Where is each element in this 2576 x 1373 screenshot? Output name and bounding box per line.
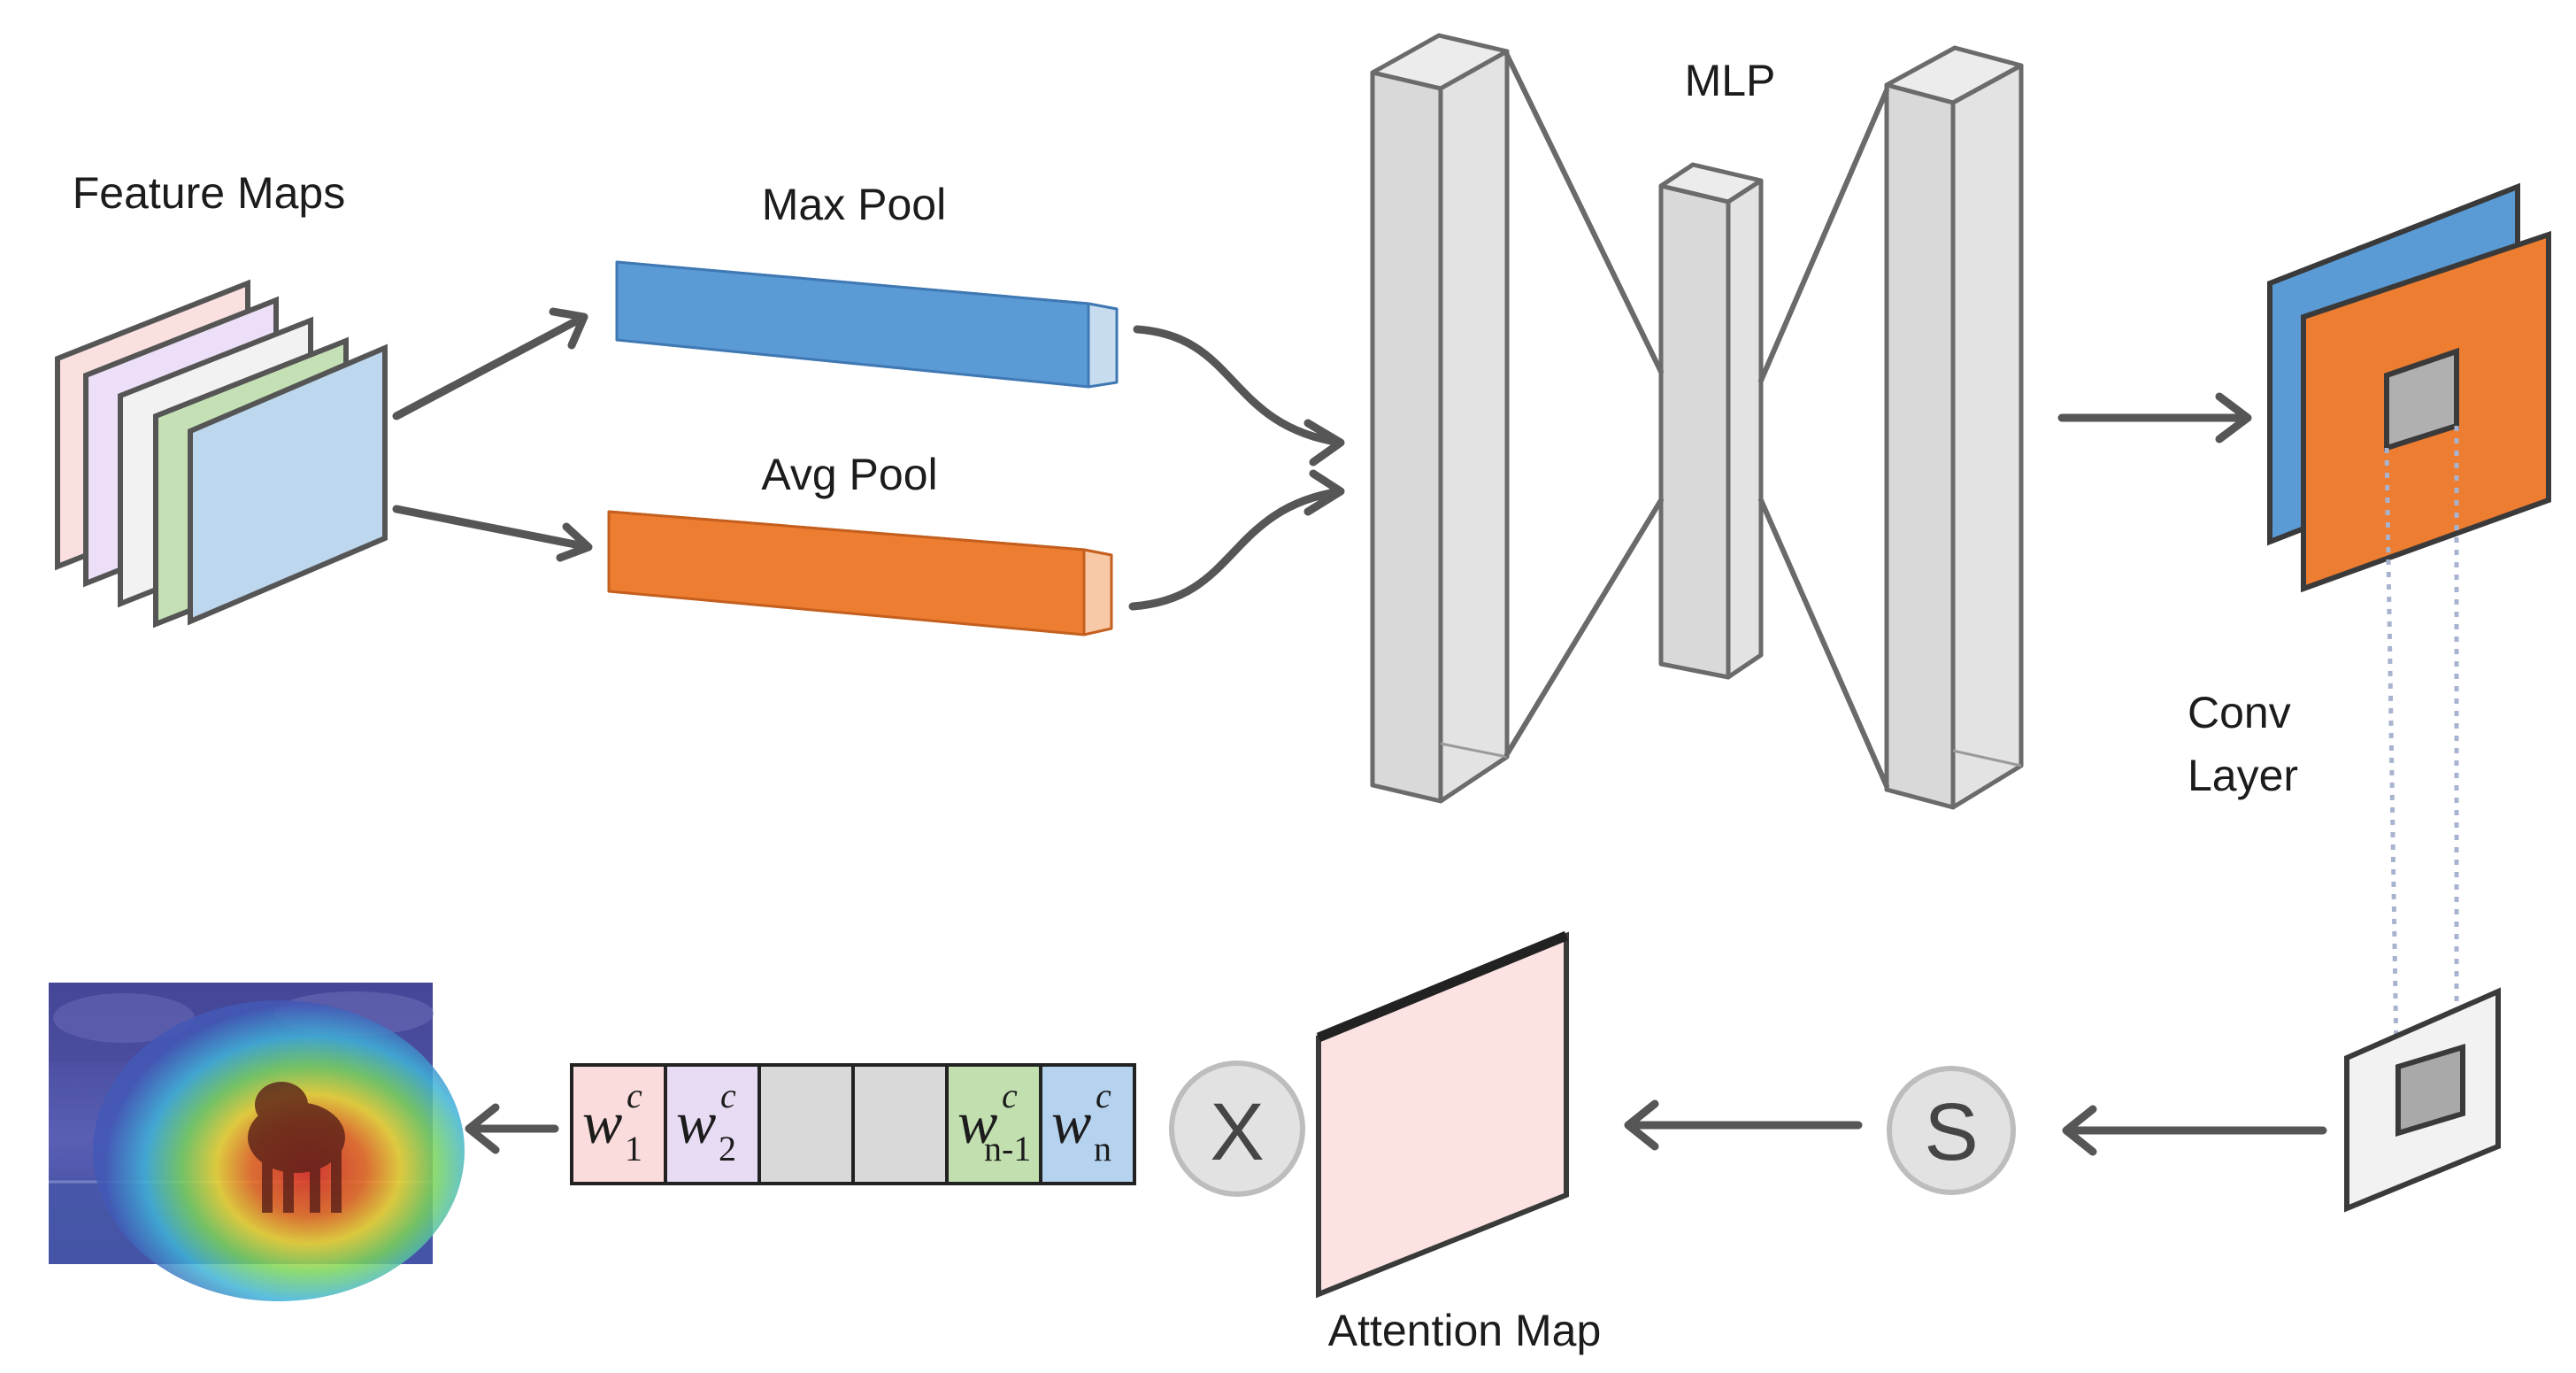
multiply-symbol: X xyxy=(1210,1087,1264,1177)
mlp-hidden-layer xyxy=(1658,162,1764,680)
max-pool-bar xyxy=(615,260,1119,389)
weight-superscript: c xyxy=(1002,1076,1018,1115)
sigmoid-operator[interactable]: S xyxy=(1887,1066,2016,1195)
max-pool-label: Max Pool xyxy=(762,180,946,229)
weight-symbol: w xyxy=(1051,1089,1091,1156)
attention-map-label: Attention Map xyxy=(1328,1306,1602,1355)
arrow-sigmoid-to-attention xyxy=(1624,1099,1863,1151)
output-heatmap-image xyxy=(49,983,465,1301)
arrow-weights-to-output xyxy=(465,1103,559,1154)
arrow-to-avg-pool xyxy=(392,505,593,562)
mlp-connections xyxy=(1504,52,1889,789)
weight-subscript: 2 xyxy=(719,1129,736,1169)
weight-superscript: c xyxy=(720,1076,736,1115)
conv-label-line2: Layer xyxy=(2188,751,2298,800)
attention-map xyxy=(1316,930,1569,1299)
avg-pool-bar xyxy=(607,510,1113,636)
feature-maps-stack xyxy=(55,279,388,629)
mlp-input-layer xyxy=(1370,33,1510,804)
weight-subscript: 1 xyxy=(625,1129,642,1169)
mlp-label: MLP xyxy=(1685,56,1776,105)
dog-silhouette xyxy=(248,1082,345,1213)
mlp-output-layer xyxy=(1884,45,2024,810)
arrow-avg-pool-to-mlp xyxy=(1128,469,1345,611)
weight-superscript: c xyxy=(1096,1076,1111,1115)
multiply-operator[interactable]: X xyxy=(1169,1061,1305,1197)
avg-pool-label: Avg Pool xyxy=(761,450,937,499)
sigmoid-symbol: S xyxy=(1924,1087,1978,1177)
weight-cell-4 xyxy=(851,1063,949,1185)
weight-superscript: c xyxy=(627,1076,642,1115)
conv-label-line1: Conv xyxy=(2188,688,2291,737)
weight-symbol: w xyxy=(676,1089,716,1156)
weight-subscript: n xyxy=(1094,1129,1111,1169)
weight-subscript: n-1 xyxy=(984,1129,1031,1169)
conv-layer xyxy=(2267,182,2551,593)
weight-symbol: w xyxy=(582,1089,622,1156)
weight-symbol: w xyxy=(957,1089,997,1156)
arrow-max-pool-to-mlp xyxy=(1133,325,1345,467)
feature-maps-label: Feature Maps xyxy=(73,168,345,218)
weight-cell-3 xyxy=(757,1063,855,1185)
arrow-mlp-to-conv xyxy=(2057,392,2252,444)
kernel-projection-lines xyxy=(2384,426,2459,1054)
arrow-to-max-pool xyxy=(392,307,588,420)
arrow-patch-to-sigmoid xyxy=(2062,1105,2327,1156)
conv-output-patch xyxy=(2344,987,2501,1213)
feature-map-blue xyxy=(188,343,388,626)
